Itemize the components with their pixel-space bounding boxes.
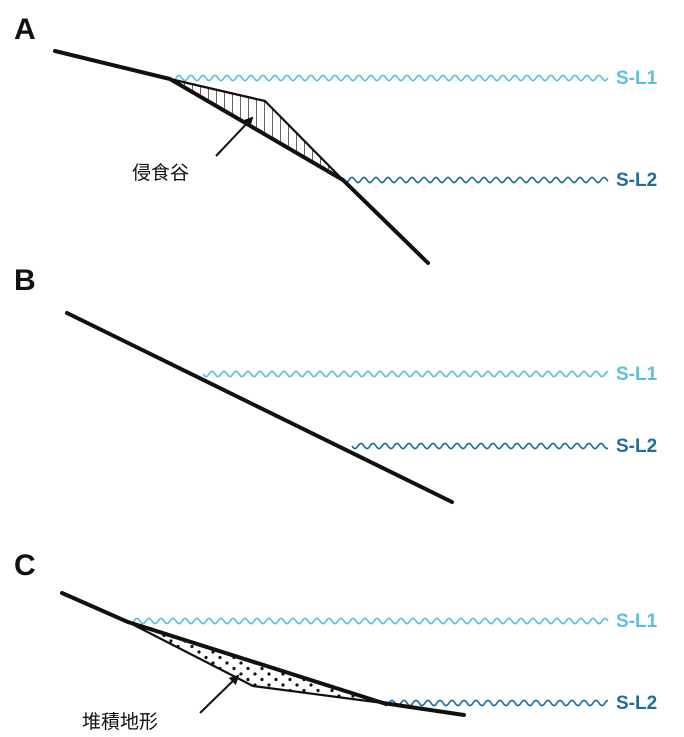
panel-a-callout-label: 侵食谷 <box>132 162 189 184</box>
panel-c-sea-level-2-wave <box>382 699 609 707</box>
panel-b-letter: B <box>14 264 36 297</box>
panel-b-sea-level-2-wave <box>351 442 609 450</box>
panel-b-sea-level-2-label: S-L2 <box>616 436 657 457</box>
panel-c-ground-profile <box>60 591 466 717</box>
panel-a-sea-level-2-wave <box>342 176 609 184</box>
depositional-landform-surface <box>127 621 384 705</box>
panel-a: A S-L1 S-L2 侵食谷 <box>14 13 658 265</box>
panel-a-sea-level-2-label: S-L2 <box>616 170 657 191</box>
panel-c-sea-level-1-wave <box>127 617 609 625</box>
panel-b: B S-L1 S-L2 <box>14 264 658 504</box>
panel-c-callout-arrow <box>199 674 240 714</box>
panel-a-ground-profile <box>53 49 430 265</box>
panel-b-ground-profile <box>65 311 454 504</box>
panel-c-callout-label: 堆積地形 <box>82 711 158 733</box>
erosional-valley-profile <box>169 77 344 181</box>
panel-a-sea-level-1-wave <box>169 74 609 82</box>
panel-c-sea-level-2-label: S-L2 <box>616 693 657 714</box>
panel-b-sea-level-1-label: S-L1 <box>616 364 658 385</box>
panel-c-sea-level-1-label: S-L1 <box>616 611 658 632</box>
panel-c-letter: C <box>14 549 36 582</box>
panel-c: C S-L1 S-L2 堆積地形 <box>14 549 658 733</box>
panel-b-sea-level-1-wave <box>202 370 609 378</box>
panel-a-sea-level-1-label: S-L1 <box>616 68 658 89</box>
panel-a-letter: A <box>14 13 36 46</box>
panel-a-callout-arrow <box>215 116 254 157</box>
